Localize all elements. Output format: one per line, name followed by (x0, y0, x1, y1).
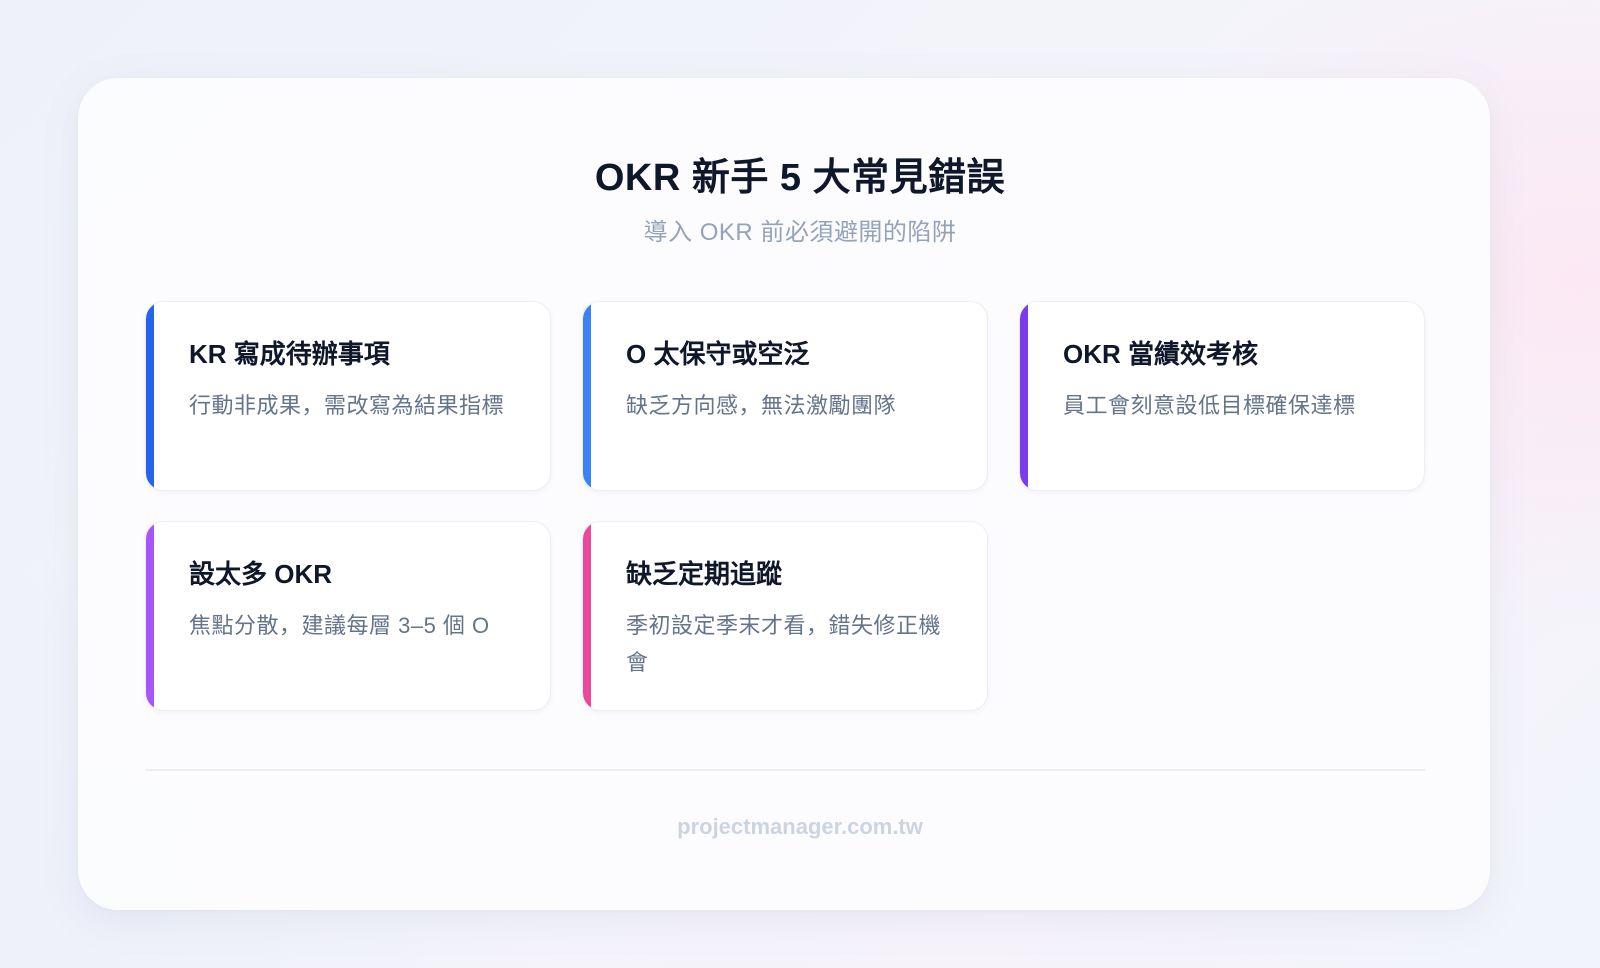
card-title: KR 寫成待辦事項 (189, 339, 390, 369)
card-description: 季初設定季末才看，錯失修正機會 (626, 613, 942, 675)
card-description: 焦點分散，建議每層 3–5 個 O (189, 613, 490, 638)
card-accent-bar (1020, 302, 1028, 490)
footer-divider (145, 769, 1425, 771)
card-description: 缺乏方向感，無法激勵團隊 (626, 393, 897, 418)
card-description: 員工會刻意設低目標確保達標 (1063, 393, 1356, 418)
card-accent-bar (146, 302, 154, 490)
page-title: OKR 新手 5 大常見錯誤 (594, 157, 1006, 199)
card-description: 行動非成果，需改寫為結果指標 (189, 393, 505, 418)
infographic-panel (78, 78, 1490, 910)
mistake-card-too-many-okrs: 設太多 OKR 焦點分散，建議每層 3–5 個 O (145, 521, 551, 711)
card-title: O 太保守或空泛 (626, 339, 810, 369)
mistake-card-kr-as-todo: KR 寫成待辦事項 行動非成果，需改寫為結果指標 (145, 301, 551, 491)
page-subtitle: 導入 OKR 前必須避開的陷阱 (643, 219, 957, 246)
card-title: 設太多 OKR (189, 559, 333, 589)
mistake-card-no-regular-tracking: 缺乏定期追蹤 季初設定季末才看，錯失修正機會 (582, 521, 988, 711)
card-accent-bar (583, 302, 591, 490)
card-accent-bar (583, 522, 591, 710)
mistake-card-okr-as-performance-review: OKR 當績效考核 員工會刻意設低目標確保達標 (1019, 301, 1425, 491)
mistakes-grid: KR 寫成待辦事項 行動非成果，需改寫為結果指標 O 太保守或空泛 缺乏方向感，… (145, 301, 1425, 711)
card-accent-bar (146, 522, 154, 710)
mistake-card-o-too-conservative: O 太保守或空泛 缺乏方向感，無法激勵團隊 (582, 301, 988, 491)
footer-website: projectmanager.com.tw (677, 814, 923, 839)
card-title: 缺乏定期追蹤 (626, 559, 783, 589)
card-title: OKR 當績效考核 (1063, 339, 1259, 369)
